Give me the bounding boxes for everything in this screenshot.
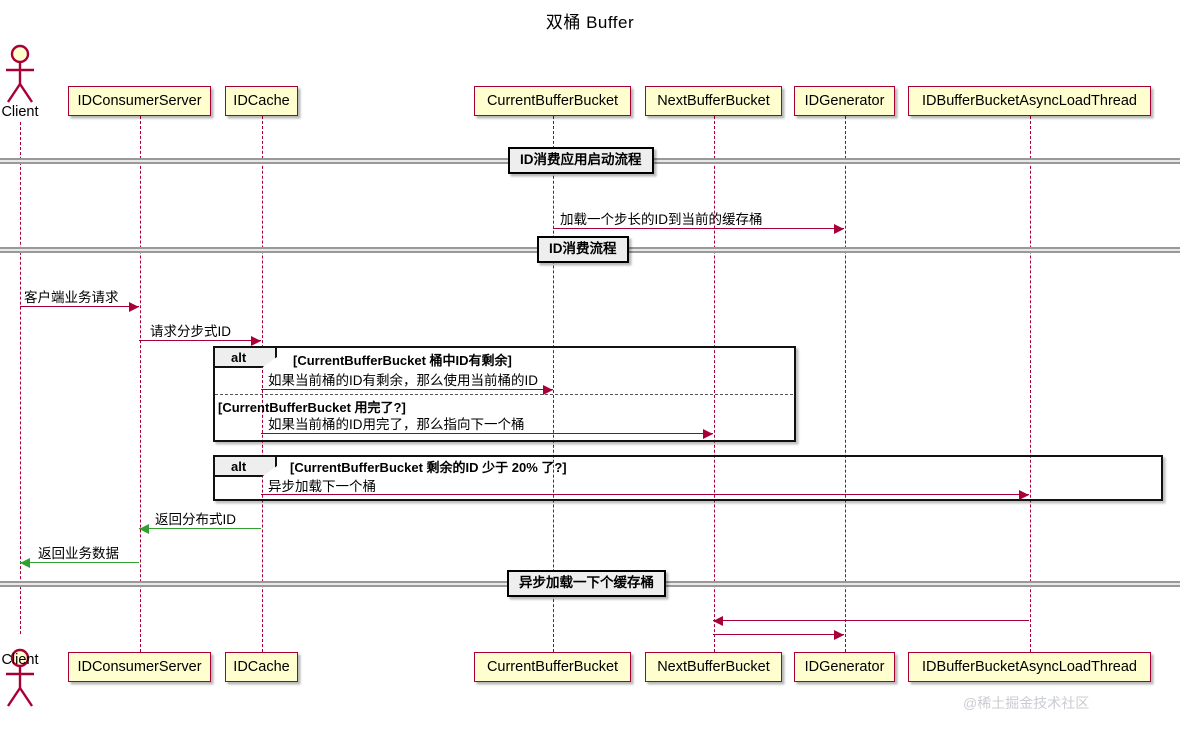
participant-label: IDGenerator (804, 659, 885, 675)
alt-current-bucket-has-id-separator-0 (215, 394, 793, 395)
message-line-async-thread-to-next-bucket (713, 620, 1029, 621)
lifeline-idcache (262, 116, 263, 652)
arrowhead-left-icon-return-business-data (20, 558, 30, 568)
alt-current-bucket-has-id: alt (213, 346, 796, 442)
participant-label: IDBufferBucketAsyncLoadThread (922, 93, 1137, 109)
arrowhead-left-icon-return-distributed-id (139, 524, 149, 534)
page-title: 双桶 Buffer (545, 13, 635, 32)
message-label-async-load-next-bucket: 异步加载下一个桶 (268, 479, 376, 494)
participant-current-buffer-bucket-bottom[interactable]: CurrentBufferBucket (474, 652, 631, 682)
actor-client-label-top: Client (1, 104, 39, 120)
message-label-client-business-request: 客户端业务请求 (24, 290, 119, 305)
actor-client-figure-top[interactable] (2, 44, 38, 106)
actor-client-figure-bottom[interactable] (2, 648, 38, 710)
divider-consume-label: ID消费流程 (537, 236, 629, 263)
message-line-return-business-data (20, 562, 139, 563)
lifeline-next-buffer-bucket (714, 116, 715, 652)
lifeline-idgenerator (845, 116, 846, 652)
arrowhead-right-icon-point-to-next-bucket (703, 429, 713, 439)
participant-idcache-bottom[interactable]: IDCache (225, 652, 298, 682)
participant-label: IDCache (233, 659, 290, 675)
message-line-point-to-next-bucket (261, 433, 713, 434)
message-label-return-business-data: 返回业务数据 (38, 546, 119, 561)
participant-idgenerator-bottom[interactable]: IDGenerator (794, 652, 895, 682)
message-line-load-step-ids-to-current-bucket (553, 228, 844, 229)
lifeline-client (20, 122, 21, 634)
lifeline-idbuffer-bucket-async-load-thread (1030, 116, 1031, 652)
participant-next-buffer-bucket-top[interactable]: NextBufferBucket (645, 86, 782, 116)
alt-current-bucket-below-20-percent-condition-0: [CurrentBufferBucket 剩余的ID 少于 20% 了?] (290, 460, 567, 475)
divider-async-load-label: 异步加载一下个缓存桶 (507, 570, 666, 597)
arrowhead-left-icon-async-thread-to-next-bucket (713, 616, 723, 626)
participant-idgenerator-top[interactable]: IDGenerator (794, 86, 895, 116)
participant-idcache-top[interactable]: IDCache (225, 86, 298, 116)
participant-label: IDBufferBucketAsyncLoadThread (922, 659, 1137, 675)
message-label-point-to-next-bucket: 如果当前桶的ID用完了，那么指向下一个桶 (268, 417, 525, 432)
participant-label: IDGenerator (804, 93, 885, 109)
arrowhead-right-icon-use-current-bucket-id (543, 385, 553, 395)
arrowhead-right-icon-async-load-next-bucket (1019, 490, 1029, 500)
participant-idconsumer-server-top[interactable]: IDConsumerServer (68, 86, 211, 116)
participant-label: IDConsumerServer (77, 93, 202, 109)
arrowhead-right-icon-load-step-ids-to-current-bucket (834, 224, 844, 234)
participant-idbuffer-bucket-async-load-thread-top[interactable]: IDBufferBucketAsyncLoadThread (908, 86, 1151, 116)
participant-label: IDCache (233, 93, 290, 109)
message-line-request-distributed-id (139, 340, 261, 341)
participant-label: NextBufferBucket (657, 93, 770, 109)
participant-idbuffer-bucket-async-load-thread-bottom[interactable]: IDBufferBucketAsyncLoadThread (908, 652, 1151, 682)
lifeline-idconsumer-server (140, 116, 141, 652)
watermark: @稀土掘金技术社区 (963, 695, 1090, 711)
alt-current-bucket-has-id-condition-0: [CurrentBufferBucket 桶中ID有剩余] (293, 353, 512, 368)
alt-current-bucket-below-20-percent: alt (213, 455, 1163, 501)
arrowhead-right-icon-next-bucket-to-idgenerator (834, 630, 844, 640)
participant-idconsumer-server-bottom[interactable]: IDConsumerServer (68, 652, 211, 682)
alt-current-bucket-below-20-percent-operator: alt (215, 457, 277, 477)
message-label-request-distributed-id: 请求分步式ID (150, 324, 231, 339)
participant-current-buffer-bucket-top[interactable]: CurrentBufferBucket (474, 86, 631, 116)
participant-next-buffer-bucket-bottom[interactable]: NextBufferBucket (645, 652, 782, 682)
alt-current-bucket-has-id-condition-1: [CurrentBufferBucket 用完了?] (218, 400, 406, 415)
arrowhead-right-icon-request-distributed-id (251, 336, 261, 346)
participant-label: IDConsumerServer (77, 659, 202, 675)
actor-client-label-bottom: Client (1, 652, 39, 668)
message-line-client-business-request (20, 306, 139, 307)
stick-figure-icon (6, 44, 34, 103)
message-label-use-current-bucket-id: 如果当前桶的ID有剩余，那么使用当前桶的ID (268, 373, 538, 388)
lifeline-current-buffer-bucket (553, 116, 554, 652)
alt-current-bucket-has-id-operator: alt (215, 348, 277, 368)
message-line-return-distributed-id (139, 528, 261, 529)
stick-figure-icon (6, 648, 34, 707)
message-label-load-step-ids-to-current-bucket: 加载一个步长的ID到当前的缓存桶 (560, 212, 763, 227)
participant-label: NextBufferBucket (657, 659, 770, 675)
participant-label: CurrentBufferBucket (486, 93, 619, 109)
message-label-return-distributed-id: 返回分布式ID (155, 512, 236, 527)
message-line-next-bucket-to-idgenerator (713, 634, 844, 635)
participant-label: CurrentBufferBucket (486, 659, 619, 675)
divider-startup-label: ID消费应用启动流程 (508, 147, 654, 174)
message-line-async-load-next-bucket (261, 494, 1029, 495)
arrowhead-right-icon-client-business-request (129, 302, 139, 312)
message-line-use-current-bucket-id (261, 389, 553, 390)
